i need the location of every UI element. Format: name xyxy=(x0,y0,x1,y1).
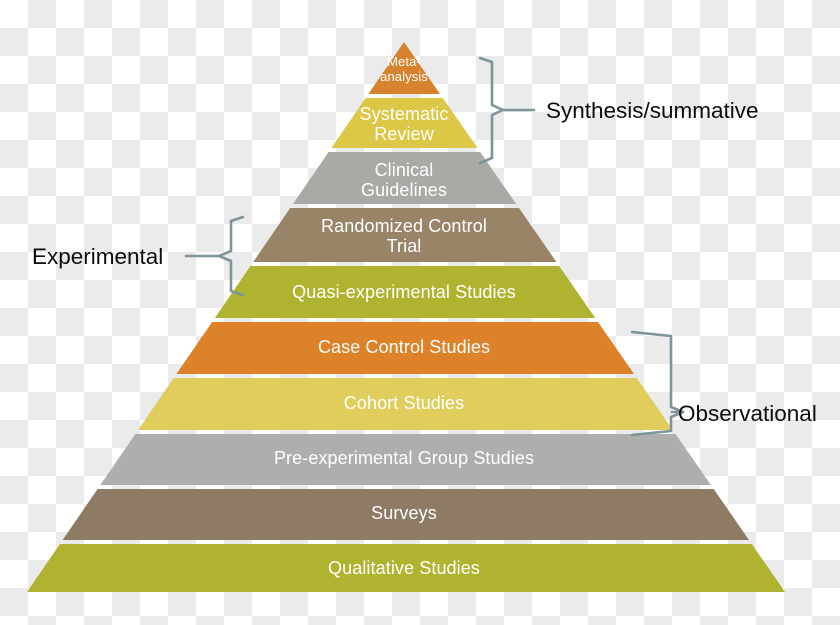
group-label-observational: Observational xyxy=(678,401,817,426)
bracket-experimental xyxy=(217,215,245,297)
bracket-synthesis-summative xyxy=(478,56,505,165)
tier-band-pre-experimental-group-studies[interactable] xyxy=(0,434,840,485)
tier-band-qualitative-studies[interactable] xyxy=(0,544,840,594)
group-label-experimental: Experimental xyxy=(32,244,164,269)
bracket-observational xyxy=(630,330,685,437)
group-label-synthesis-summative: Synthesis/summative xyxy=(546,98,759,123)
tier-band-surveys[interactable] xyxy=(0,489,840,540)
